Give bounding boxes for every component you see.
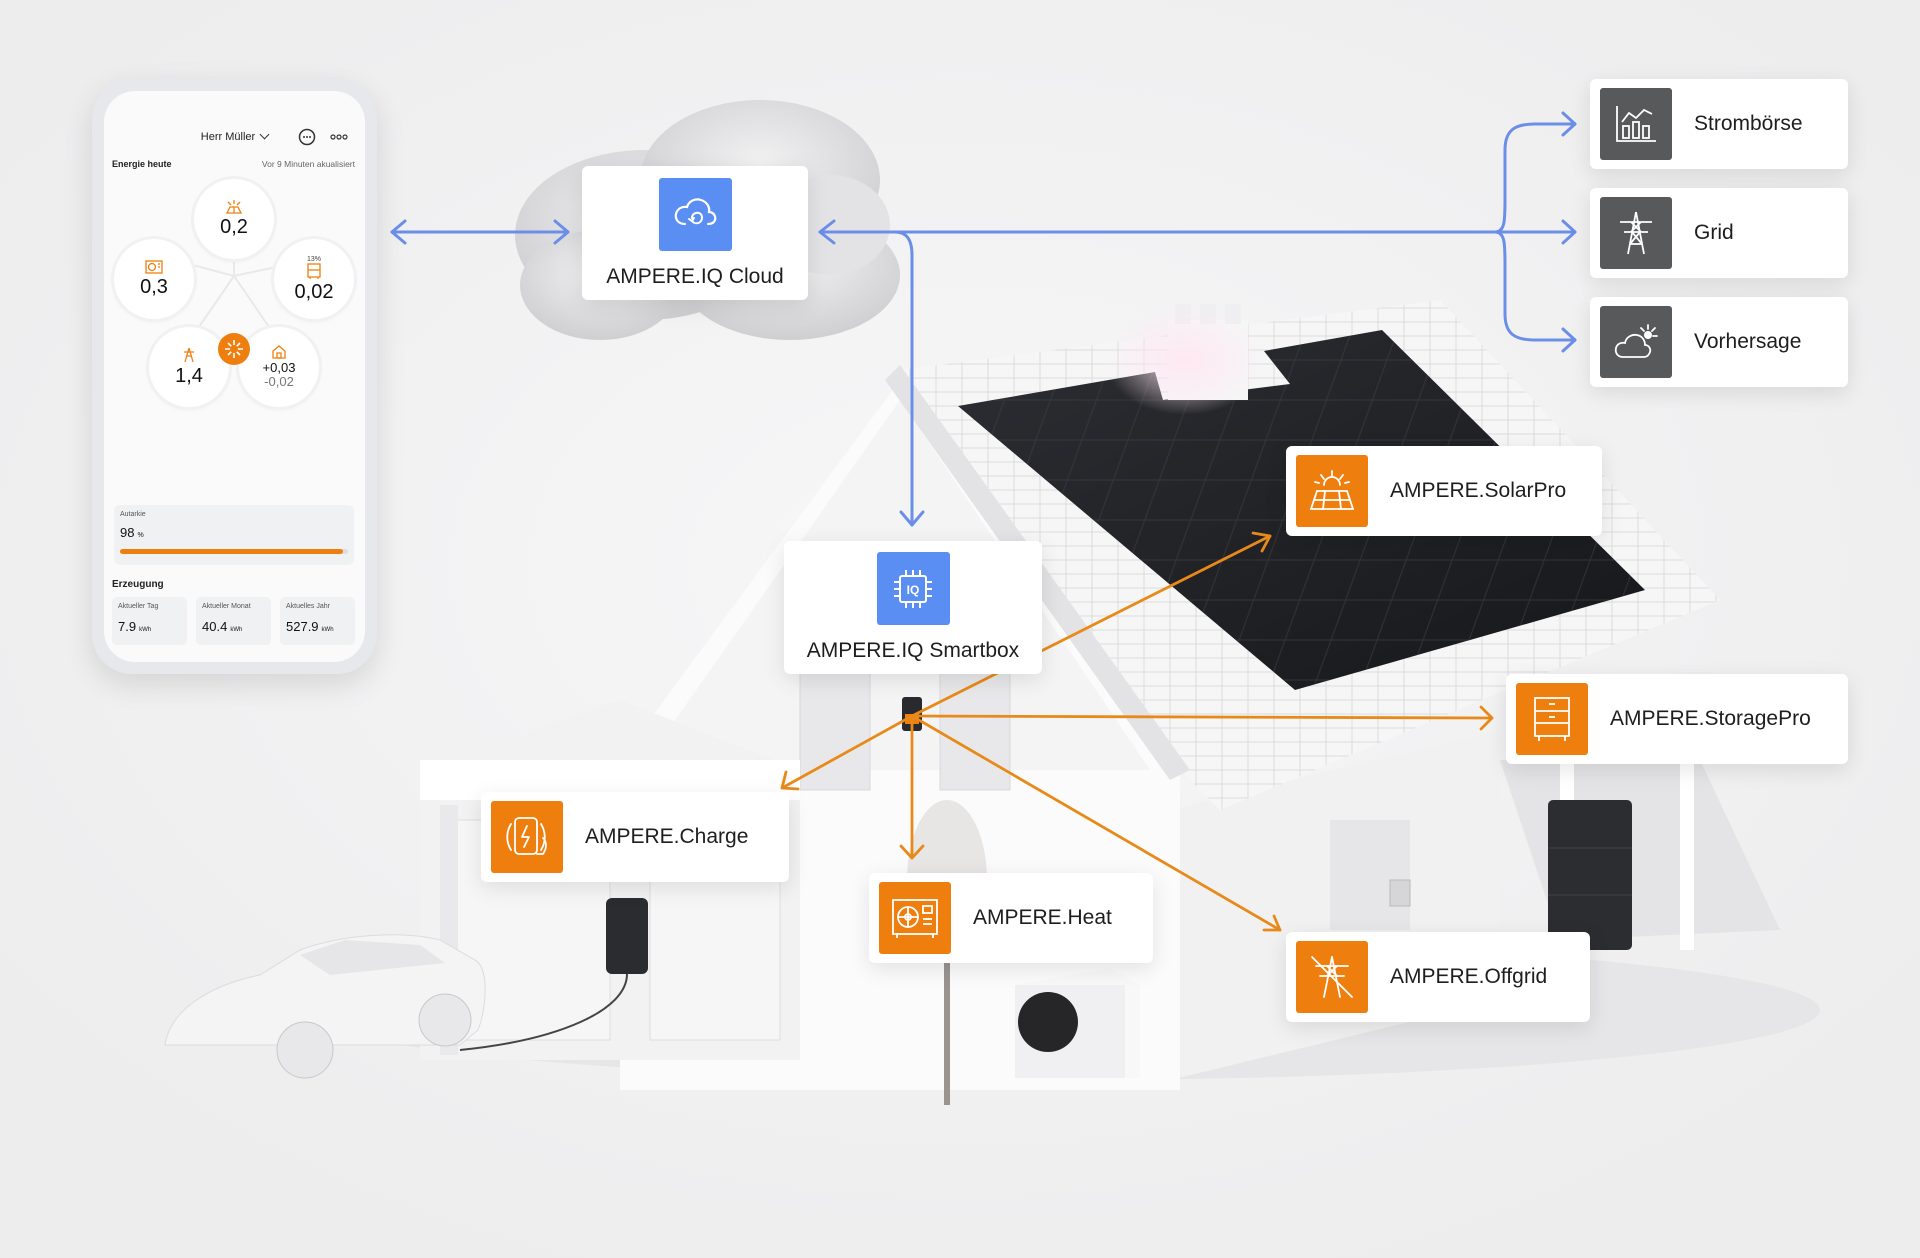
heat-pump-icon	[879, 882, 951, 954]
cloud-label: AMPERE.IQ Cloud	[606, 264, 784, 288]
house-bubble[interactable]: +0,03 -0,02	[239, 327, 319, 407]
offgrid-pylon-icon	[1296, 941, 1368, 1013]
user-name: Herr Müller	[200, 131, 256, 143]
offgrid-label: AMPERE.Offgrid	[1390, 965, 1548, 988]
solar-bubble[interactable]: 0,2	[194, 179, 274, 259]
autarkie-unit: %	[137, 532, 144, 539]
consumption-bubble[interactable]: 0,3	[114, 239, 194, 319]
charge-card[interactable]: AMPERE.Charge	[481, 792, 789, 882]
autarkie-progress-track	[120, 549, 348, 554]
battery-bubble[interactable]: 13% 0,02	[274, 239, 354, 319]
stat-year-label: Aktuelles Jahr	[286, 603, 330, 610]
battery-cabinet-icon	[307, 262, 321, 279]
weather-icon	[1600, 306, 1672, 378]
vorhersage-label: Vorhersage	[1694, 330, 1802, 353]
grid-card[interactable]: Grid	[1590, 188, 1848, 278]
stat-day-label: Aktueller Tag	[118, 603, 159, 610]
heat-label: AMPERE.Heat	[973, 906, 1112, 929]
smartphone-app: Herr Müller Energie heute Vor 9 Minuten …	[92, 79, 377, 674]
svg-text:IQ: IQ	[907, 583, 920, 597]
iq-chip-icon: IQ	[876, 552, 950, 625]
autarkie-value: 98	[120, 525, 135, 540]
sun-center-icon	[218, 333, 250, 370]
battery-cabinet-icon	[1516, 683, 1588, 755]
offgrid-card[interactable]: AMPERE.Offgrid	[1286, 932, 1590, 1022]
battery-percent: 13%	[306, 255, 321, 263]
storagepro-card[interactable]: AMPERE.StoragePro	[1506, 674, 1848, 764]
smartbox-card[interactable]: IQ AMPERE.IQ Smartbox	[784, 541, 1042, 674]
consumption-value: 0,3	[140, 276, 168, 298]
heat-card[interactable]: AMPERE.Heat	[869, 873, 1153, 963]
stat-year-value: 527.9	[286, 619, 319, 634]
battery-value: 0,02	[294, 280, 334, 303]
production-title: Erzeugung	[112, 579, 164, 590]
autarkie-card[interactable]: Autarkie 98%	[114, 505, 354, 565]
section-title: Energie heute	[112, 159, 172, 169]
smartbox-label: AMPERE.IQ Smartbox	[806, 639, 1020, 662]
chat-icon[interactable]	[297, 127, 317, 152]
stat-month-label: Aktueller Monat	[202, 603, 251, 610]
house-value-plus: +0,03	[262, 360, 296, 375]
ev-charger-icon	[491, 801, 563, 873]
stat-month-value: 40.4	[202, 619, 228, 634]
app-screen: Herr Müller Energie heute Vor 9 Minuten …	[104, 91, 365, 662]
user-selector[interactable]: Herr Müller	[104, 129, 365, 143]
grid-bubble[interactable]: 1,4	[149, 327, 229, 407]
stromboerse-card[interactable]: Strombörse	[1590, 79, 1848, 169]
autarkie-value-row: 98%	[120, 525, 144, 540]
more-options-icon[interactable]	[329, 127, 349, 152]
stat-year-unit: kWh	[321, 627, 334, 633]
solar-value: 0,2	[220, 216, 248, 238]
house-icon	[272, 345, 286, 359]
solarpro-card[interactable]: AMPERE.SolarPro	[1286, 446, 1602, 536]
grid-label: Grid	[1694, 221, 1734, 244]
solarpro-label: AMPERE.SolarPro	[1390, 479, 1567, 502]
heat-pump-icon	[145, 260, 163, 274]
power-pylon-icon	[1600, 197, 1672, 269]
solar-panel-icon	[1296, 455, 1368, 527]
stat-day-unit: kWh	[139, 627, 152, 633]
vorhersage-card[interactable]: Vorhersage	[1590, 297, 1848, 387]
bar-chart-icon	[1600, 88, 1672, 160]
stat-day-value: 7.9	[118, 619, 137, 634]
grid-value: 1,4	[175, 365, 203, 387]
stat-month-unit: kWh	[230, 627, 243, 633]
electric-car	[164, 934, 486, 1079]
cloud-card[interactable]: AMPERE.IQ Cloud	[582, 166, 808, 300]
charge-label: AMPERE.Charge	[585, 825, 749, 848]
solar-panel-icon	[225, 200, 243, 214]
stromboerse-label: Strombörse	[1694, 112, 1803, 135]
house-value-minus: -0,02	[264, 374, 294, 389]
power-pylon-icon	[184, 347, 194, 363]
autarkie-progress-fill	[120, 549, 344, 554]
cloud-sync-icon	[658, 177, 732, 251]
autarkie-label: Autarkie	[120, 511, 146, 518]
storagepro-label: AMPERE.StoragePro	[1610, 707, 1811, 730]
updated-timestamp: Vor 9 Minuten akualisiert	[261, 159, 355, 169]
